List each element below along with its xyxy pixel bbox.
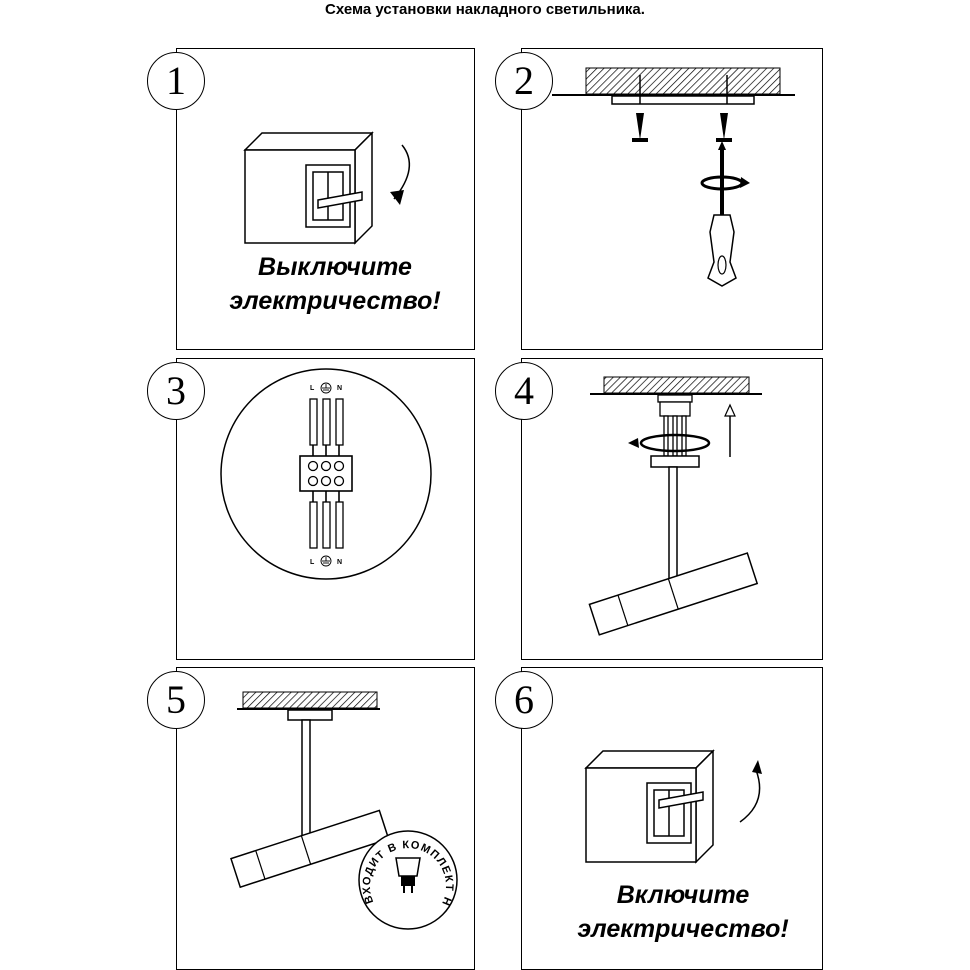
label-live-top: L: [310, 385, 315, 392]
step-1-number: 1: [147, 52, 205, 110]
page-title: Схема установки накладного светильника.: [325, 1, 645, 18]
caption-line-1: Выключите: [258, 253, 412, 281]
caption-line-2: электричество!: [229, 287, 441, 315]
step-4-number: 4: [495, 362, 553, 420]
caption-line-1: Включите: [616, 881, 750, 909]
lamp-icon: [395, 857, 421, 893]
step-2-number: 2: [495, 52, 553, 110]
step-3-number: 3: [147, 362, 205, 420]
switch-off-caption: Выключите электричество!: [205, 250, 465, 318]
label-neutral-top: N: [337, 385, 342, 392]
switch-on-caption: Включите электричество!: [548, 878, 818, 946]
caption-line-2: электричество!: [577, 915, 789, 943]
label-live-bottom: L: [310, 559, 315, 566]
step-5-number: 5: [147, 671, 205, 729]
label-neutral-bottom: N: [337, 559, 342, 566]
step-6-number: 6: [495, 671, 553, 729]
